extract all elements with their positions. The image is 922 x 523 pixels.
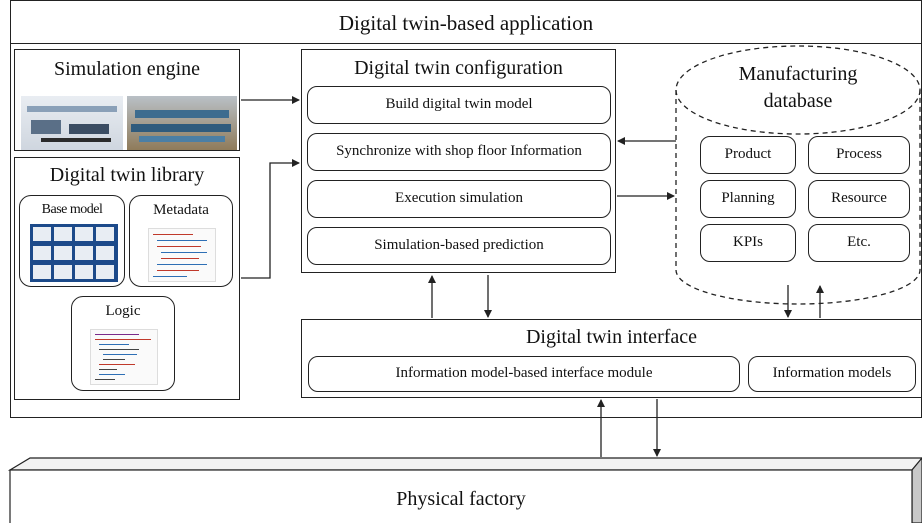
model-thumb xyxy=(75,227,93,241)
database-title: Manufacturing database xyxy=(676,63,920,123)
db-item-planning: Planning xyxy=(700,180,796,218)
code-line xyxy=(95,379,115,380)
model-thumb xyxy=(96,246,114,260)
base-model-box: Base model xyxy=(19,195,125,287)
db-item-resource: Resource xyxy=(808,180,910,218)
config-step-synchronize: Synchronize with shop floor Information xyxy=(307,133,611,171)
information-models-label: Information models xyxy=(772,365,892,381)
digital-twin-library-title: Digital twin library xyxy=(49,164,205,186)
simulation-engine-panel: Simulation engine xyxy=(14,49,240,151)
physical-factory-box: Physical factory xyxy=(10,470,912,523)
db-item-label: Process xyxy=(836,146,882,162)
interface-module-label: Information model-based interface module xyxy=(395,365,653,381)
db-item-label: Resource xyxy=(831,190,887,206)
code-line xyxy=(99,364,135,365)
model-thumb xyxy=(33,246,51,260)
interface-module-box: Information model-based interface module xyxy=(308,356,740,392)
config-step-label: Build digital twin model xyxy=(385,96,533,112)
model-thumb xyxy=(54,227,72,241)
metadata-label: Metadata xyxy=(153,202,209,218)
model-thumb xyxy=(54,246,72,260)
logic-code-snippet xyxy=(90,329,158,385)
application-title-bar: Digital twin-based application xyxy=(10,0,922,44)
metadata-code-snippet xyxy=(148,228,216,282)
information-models-box: Information models xyxy=(748,356,916,392)
db-item-label: Etc. xyxy=(847,234,871,250)
digital-twin-configuration-panel: Digital twin configuration Build digital… xyxy=(301,49,616,273)
model-thumb xyxy=(75,246,93,260)
application-title: Digital twin-based application xyxy=(338,11,594,35)
code-line xyxy=(103,359,125,360)
db-item-product: Product xyxy=(700,136,796,174)
code-line xyxy=(161,252,207,253)
db-item-process: Process xyxy=(808,136,910,174)
factory-render-detail xyxy=(27,106,117,112)
logic-box: Logic xyxy=(71,296,175,391)
code-line xyxy=(103,354,137,355)
config-step-label: Synchronize with shop floor Information xyxy=(336,143,582,159)
code-line xyxy=(99,344,129,345)
base-model-thumbnails xyxy=(30,224,118,282)
digital-twin-interface-panel: Digital twin interface Information model… xyxy=(301,319,922,398)
code-line xyxy=(95,339,151,340)
model-thumb xyxy=(54,265,72,279)
factory-render-detail xyxy=(131,124,231,132)
factory-render-detail xyxy=(139,136,225,142)
logic-label: Logic xyxy=(105,303,141,319)
base-model-label: Base model xyxy=(41,202,103,217)
factory-render-detail xyxy=(41,138,111,142)
code-line xyxy=(99,369,117,370)
code-line xyxy=(99,349,139,350)
interface-title: Digital twin interface xyxy=(525,326,698,348)
config-step-execution: Execution simulation xyxy=(307,180,611,218)
model-thumb xyxy=(33,265,51,279)
config-step-label: Execution simulation xyxy=(395,190,523,206)
code-line xyxy=(157,264,207,265)
db-item-label: Product xyxy=(724,146,772,162)
config-step-build: Build digital twin model xyxy=(307,86,611,124)
digital-twin-library-panel: Digital twin library Base model Metadata xyxy=(14,157,240,400)
db-item-label: Planning xyxy=(721,190,775,206)
code-line xyxy=(95,334,139,335)
factory-render-detail xyxy=(69,124,109,134)
code-line xyxy=(99,374,125,375)
config-step-label: Simulation-based prediction xyxy=(374,237,544,253)
physical-factory-title: Physical factory xyxy=(396,488,526,510)
code-line xyxy=(161,258,199,259)
database-title-line1: Manufacturing xyxy=(738,63,858,85)
code-line xyxy=(157,246,201,247)
database-title-line2: database xyxy=(763,90,833,112)
db-item-kpis: KPIs xyxy=(700,224,796,262)
model-thumb xyxy=(96,265,114,279)
factory-render-image-1 xyxy=(21,96,123,150)
factory-render-detail xyxy=(135,110,229,118)
db-item-etc: Etc. xyxy=(808,224,910,262)
code-line xyxy=(157,270,199,271)
metadata-box: Metadata xyxy=(129,195,233,287)
simulation-engine-title: Simulation engine xyxy=(53,58,201,80)
config-step-prediction: Simulation-based prediction xyxy=(307,227,611,265)
configuration-title: Digital twin configuration xyxy=(354,57,563,79)
model-thumb xyxy=(75,265,93,279)
model-thumb xyxy=(96,227,114,241)
model-thumb xyxy=(33,227,51,241)
code-line xyxy=(153,276,187,277)
db-item-label: KPIs xyxy=(732,234,763,250)
factory-render-detail xyxy=(31,120,61,134)
factory-render-image-2 xyxy=(127,96,237,150)
code-line xyxy=(157,240,207,241)
code-line xyxy=(153,234,193,235)
